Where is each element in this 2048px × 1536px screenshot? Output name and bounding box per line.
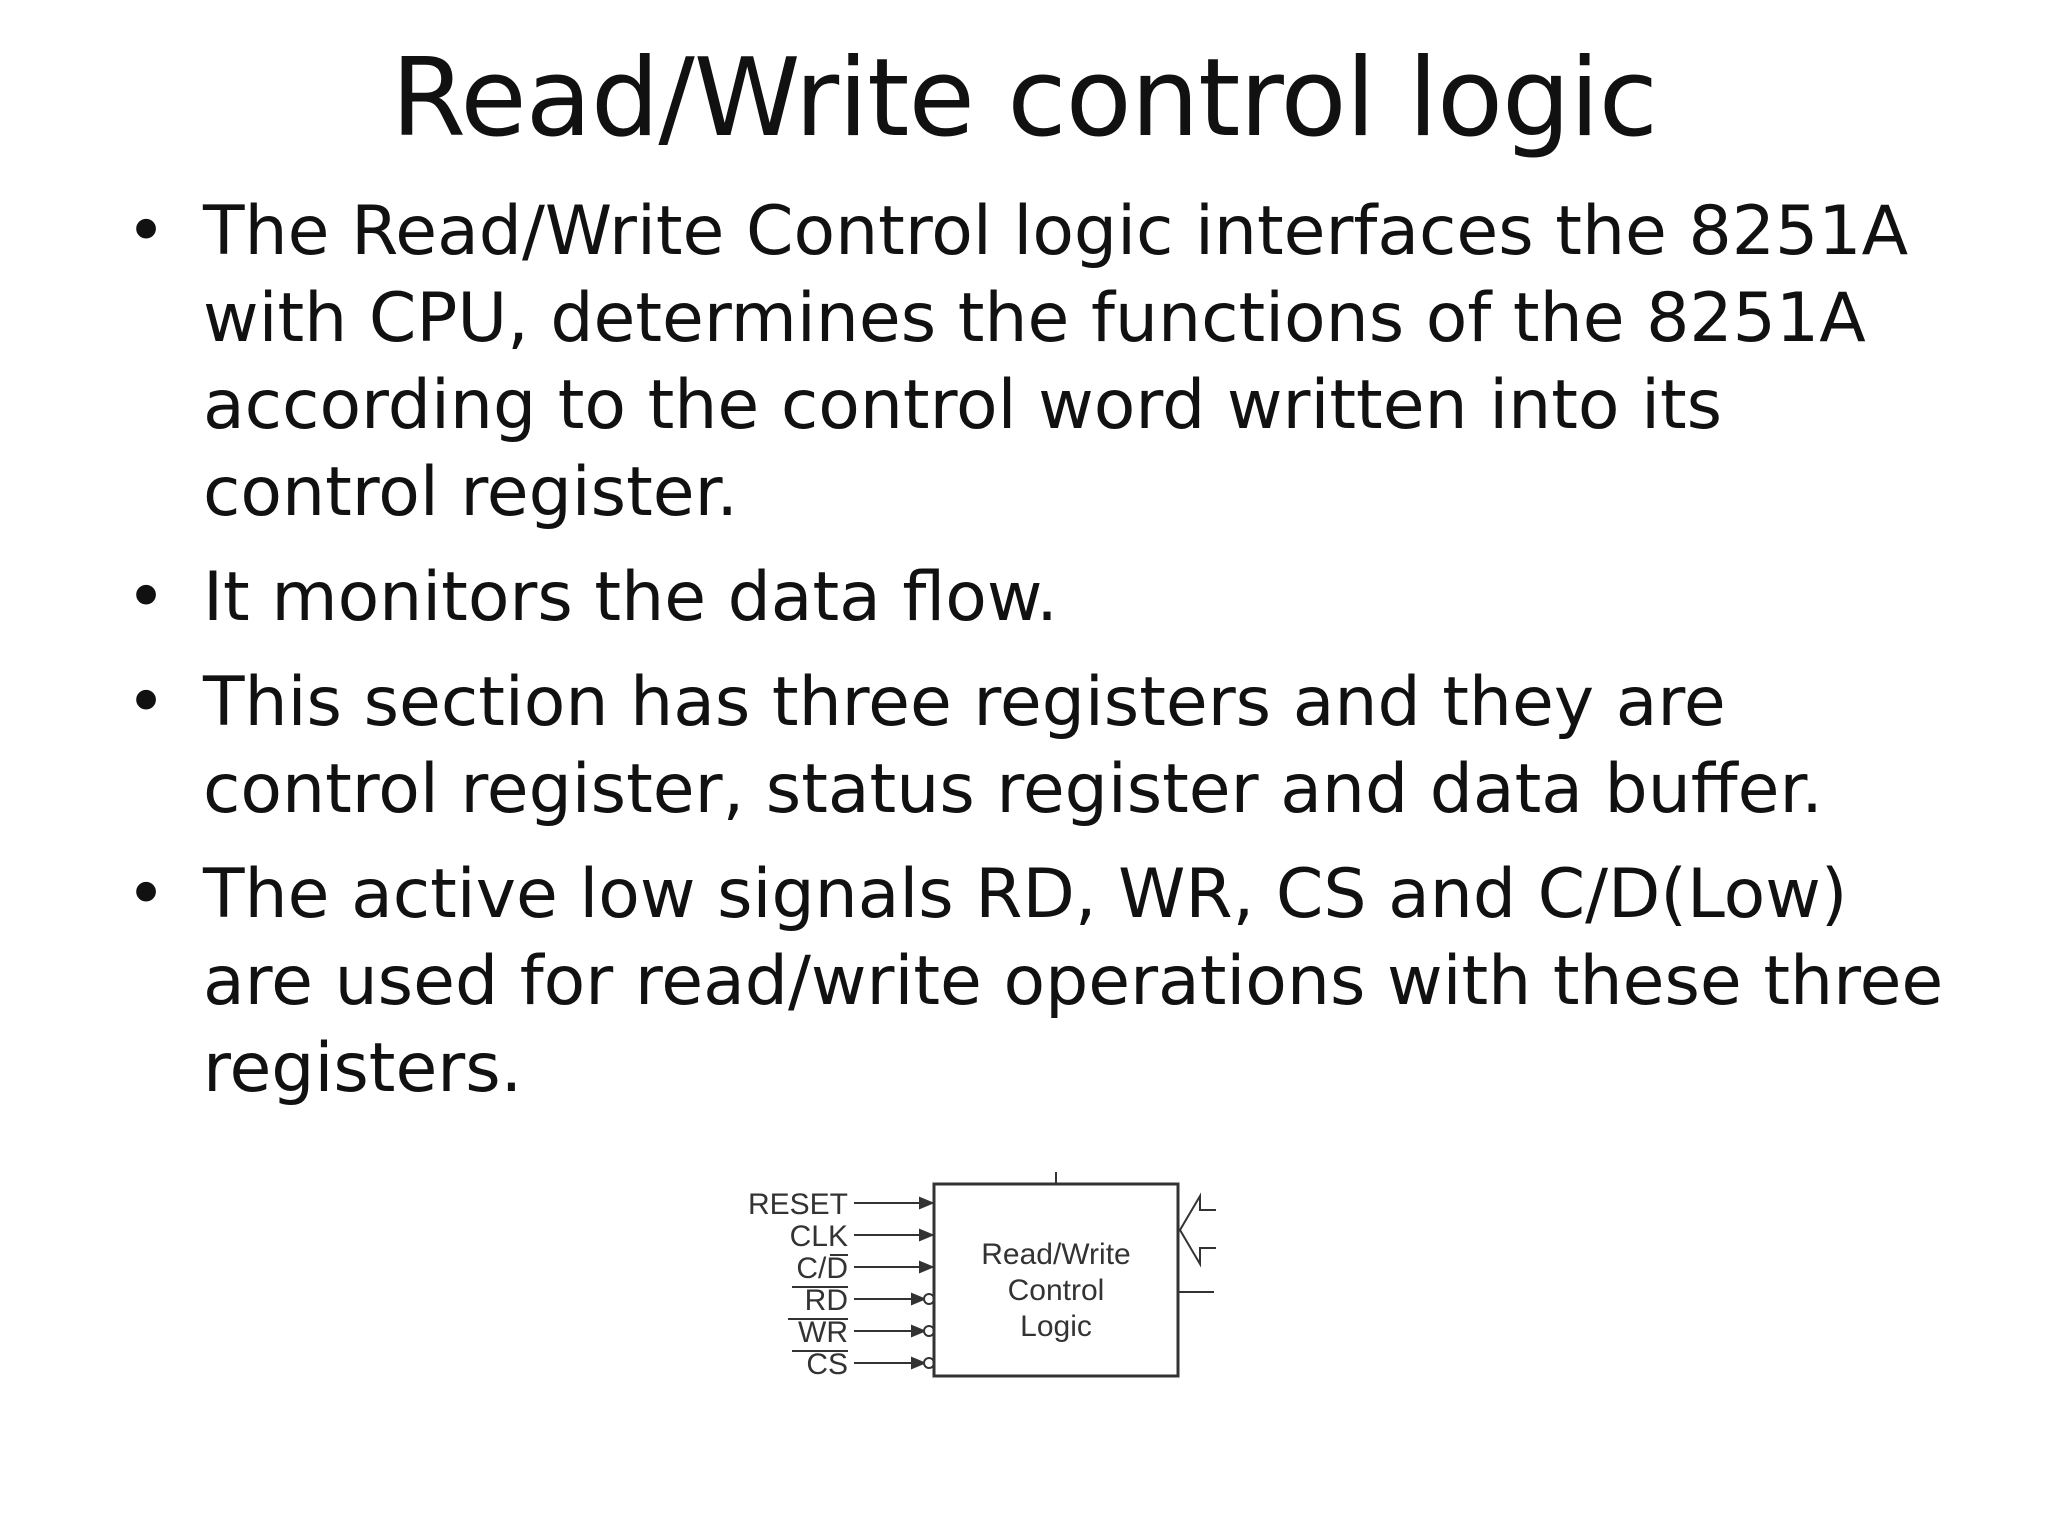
bullet-dot-icon: • [126,192,167,271]
signal-label-cd: C/D [796,1252,848,1285]
bullet-item: • This section has three registers and t… [118,659,1958,833]
signal-lines [854,1196,935,1370]
arrow-cs-icon [911,1356,927,1370]
bullet-list: • The Read/Write Control logic interface… [118,188,1958,1130]
bullet-text: The active low signals RD, WR, CS and C/… [203,855,1944,1108]
block-diagram-svg: RESET CLK C/D RD WR CS [748,1172,1216,1381]
bus-arrow-outline [1178,1192,1216,1268]
arrow-rd-icon [911,1292,927,1306]
bullet-item: • The Read/Write Control logic interface… [118,188,1958,536]
arrow-cd-icon [919,1260,935,1274]
arrow-reset-icon [919,1196,935,1210]
bullet-dot-icon: • [126,855,167,934]
slide-title: Read/Write control logic [391,36,1658,161]
overbar-group [788,1254,848,1352]
bullet-dot-icon: • [126,558,167,637]
signal-label-clk: CLK [790,1220,848,1253]
signal-label-wr: WR [798,1316,848,1349]
block-label-line-3: Logic [1020,1310,1092,1343]
block-label-line-2: Control [1008,1274,1105,1307]
bullet-text: It monitors the data flow. [203,558,1058,637]
bullet-dot-icon: • [126,663,167,742]
bullet-text: This section has three registers and the… [203,663,1823,829]
bullet-item: • It monitors the data flow. [118,554,1958,641]
signal-label-cs: CS [806,1348,848,1381]
bullet-item: • The active low signals RD, WR, CS and … [118,851,1958,1112]
bullet-text: The Read/Write Control logic interfaces … [203,192,1909,532]
read-write-control-logic-diagram: RESET CLK C/D RD WR CS [700,1170,1280,1410]
signal-label-rd: RD [805,1284,848,1317]
right-bus-arrow-icon [1178,1192,1216,1268]
signal-label-reset: RESET [748,1188,848,1221]
arrow-wr-icon [911,1324,927,1338]
arrow-clk-icon [919,1228,935,1242]
block-label-line-1: Read/Write [981,1238,1131,1271]
